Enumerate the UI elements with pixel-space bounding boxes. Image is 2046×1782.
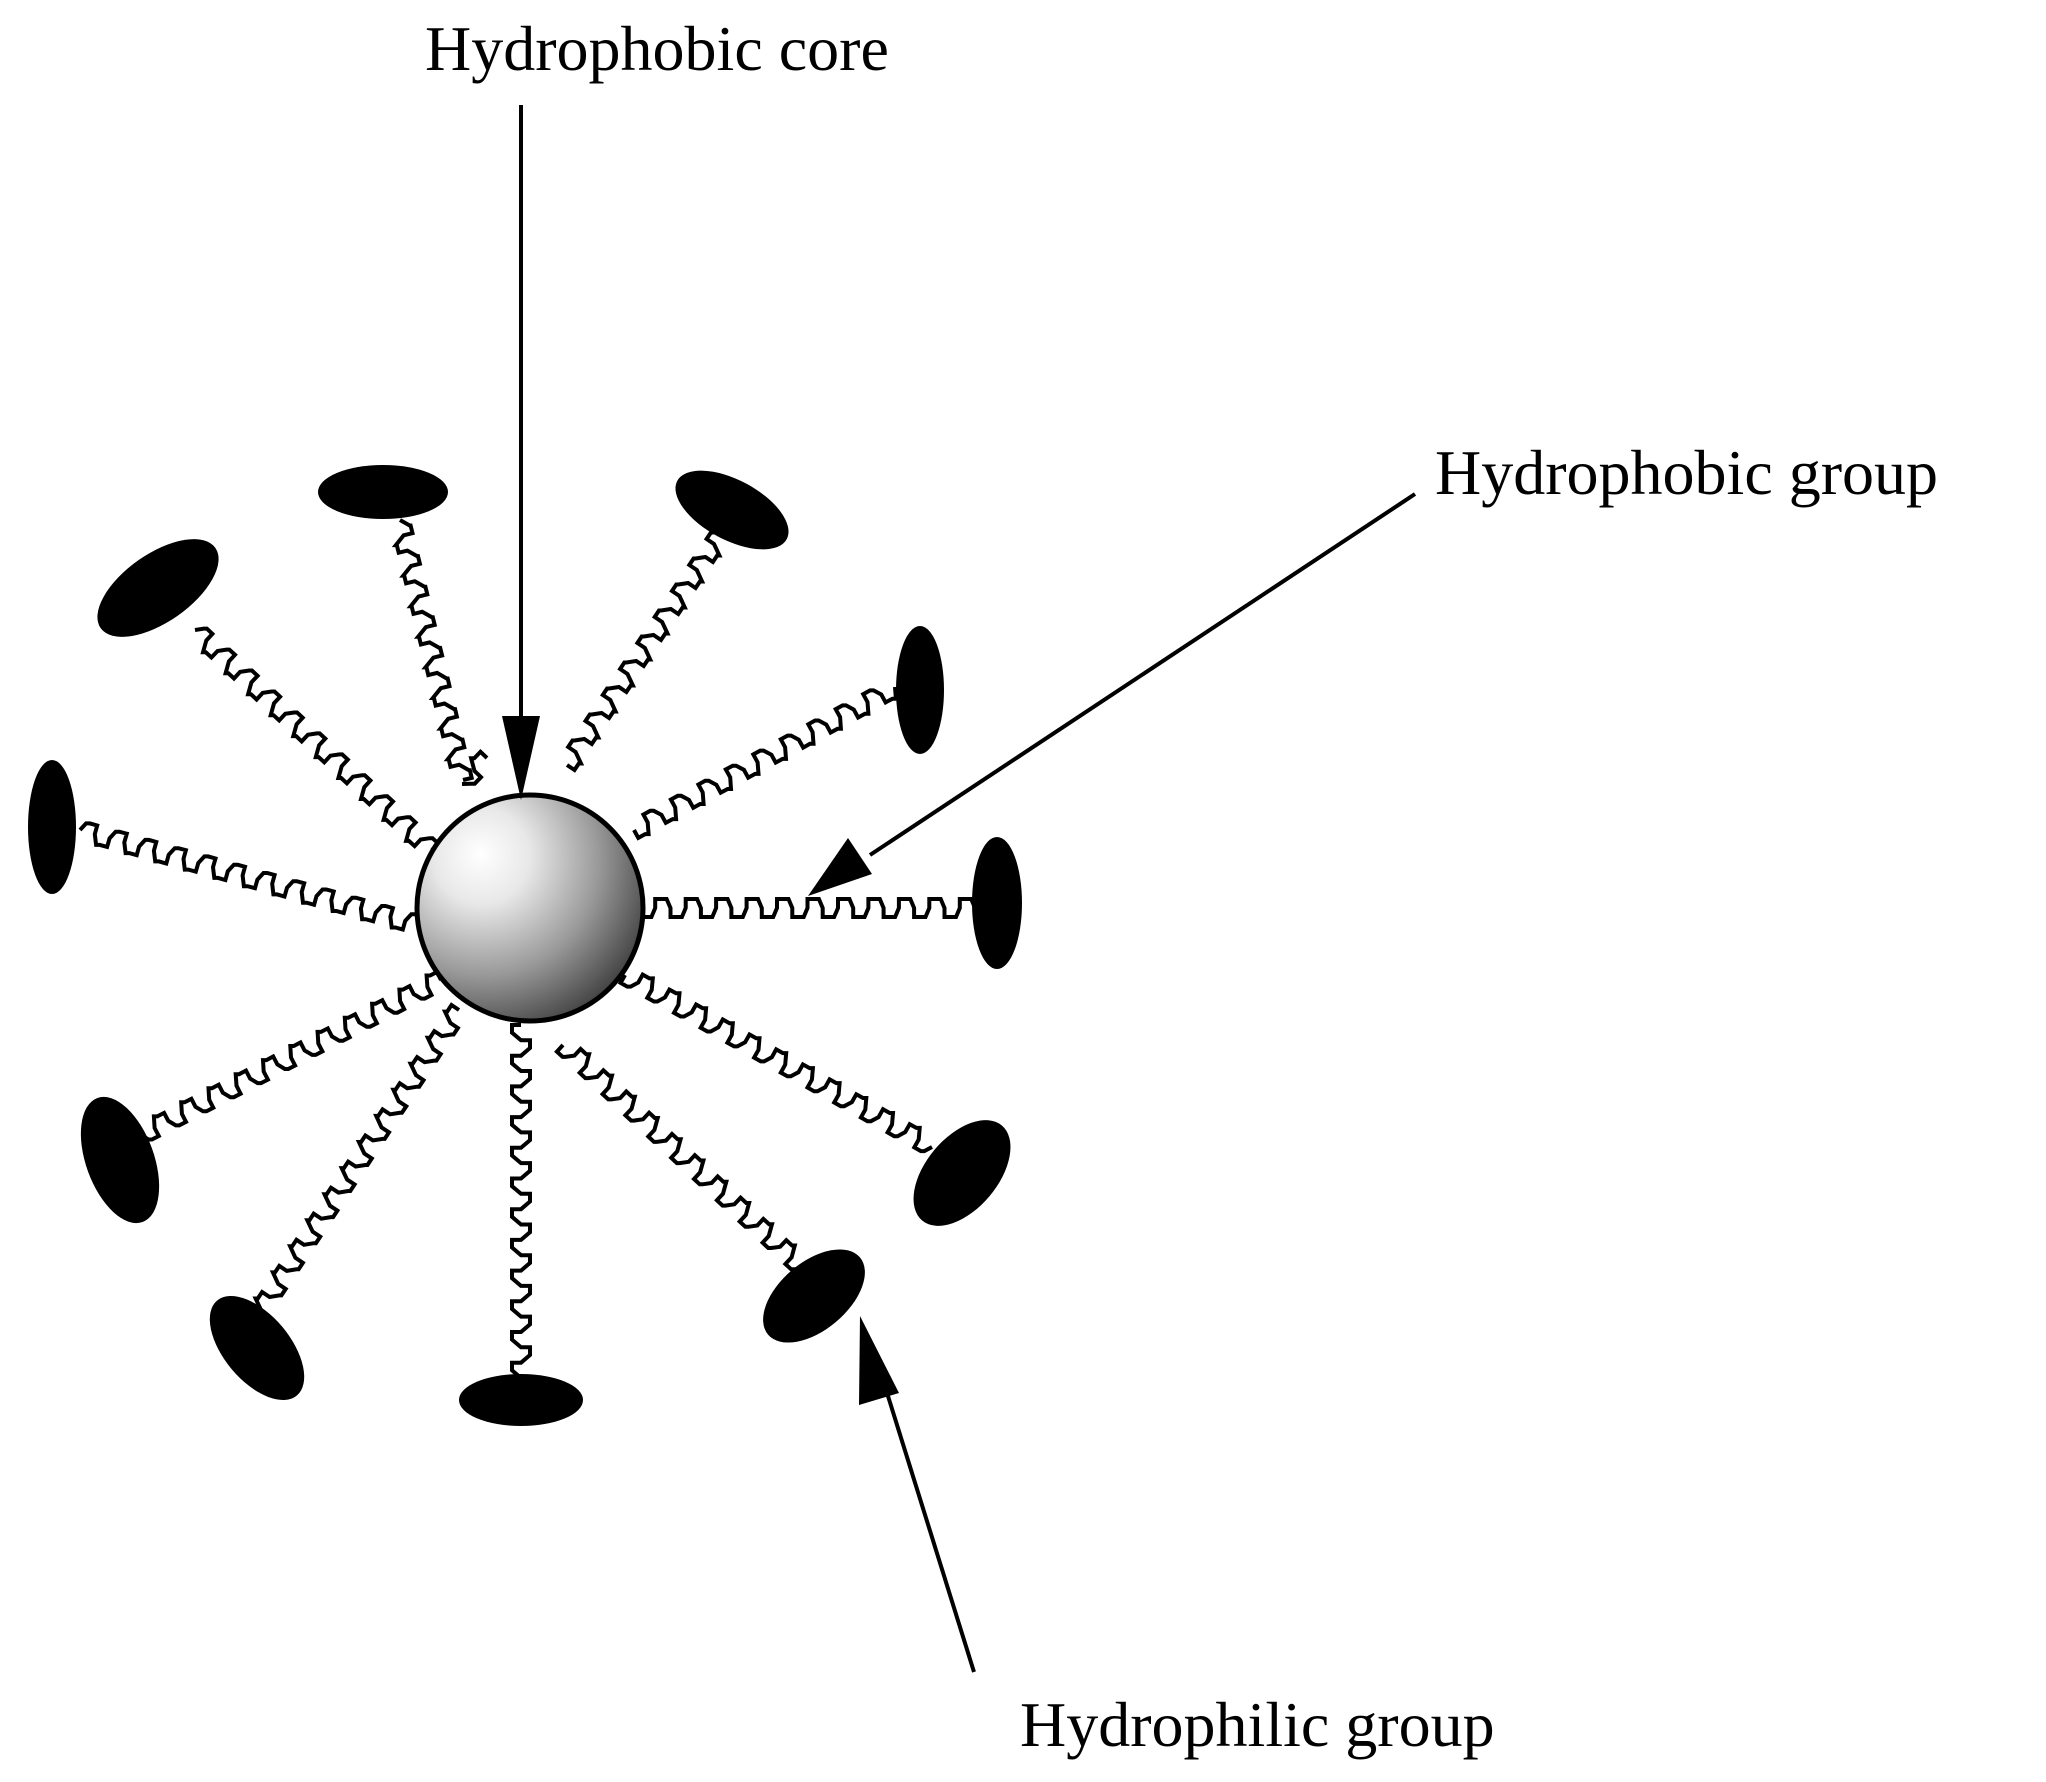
hydrophobic-tail-6: [554, 1043, 804, 1272]
hydrophobic-core-sphere: [414, 792, 646, 1024]
hydrophilic-head-10: [28, 760, 76, 894]
hydrophobic-tail-7: [510, 1023, 532, 1380]
hydrophilic-head-4: [972, 837, 1022, 969]
hydrophilic-head-1: [318, 465, 448, 519]
hydrophilic-head-6: [763, 1249, 865, 1343]
hydrophilic-head-3: [896, 626, 944, 754]
hydrophobic-tail-9: [139, 969, 443, 1142]
hydrophilic-head-5: [913, 1120, 1011, 1226]
hydrophobic-chains: [78, 503, 977, 1380]
hydrophobic-tail-2: [565, 503, 741, 773]
hydrophobic-tail-5: [617, 971, 933, 1154]
hydrophilic-head-8: [209, 1295, 305, 1401]
hydrophobic-tail-8: [252, 1002, 461, 1311]
hydrophobic-core-label: Hydrophobic core: [425, 13, 889, 84]
hydrophobic-tail-10: [78, 821, 425, 932]
hydrophilic-head-7: [459, 1374, 583, 1426]
hydrophilic-group-label: Hydrophilic group: [1020, 1689, 1495, 1760]
hydrophilic-head-9: [80, 1096, 160, 1224]
core-pointer-arrow: [502, 105, 540, 800]
hydrophilic-heads: [28, 465, 1022, 1426]
hydrophobic-tail-12: [391, 518, 475, 782]
hydrophilic-head-11: [97, 539, 219, 637]
hydrophobic-tail-1: [461, 748, 489, 786]
hydrophilic-group-pointer-arrow: [859, 1316, 976, 1673]
hydrophobic-tail-3: [632, 686, 899, 841]
hydrophilic-head-2: [675, 470, 789, 550]
hydrophobic-group-pointer-arrow: [808, 492, 1417, 896]
hydrophobic-group-label: Hydrophobic group: [1435, 437, 1938, 508]
hydrophobic-tail-11: [194, 626, 441, 852]
hydrophobic-tail-4: [638, 897, 977, 919]
